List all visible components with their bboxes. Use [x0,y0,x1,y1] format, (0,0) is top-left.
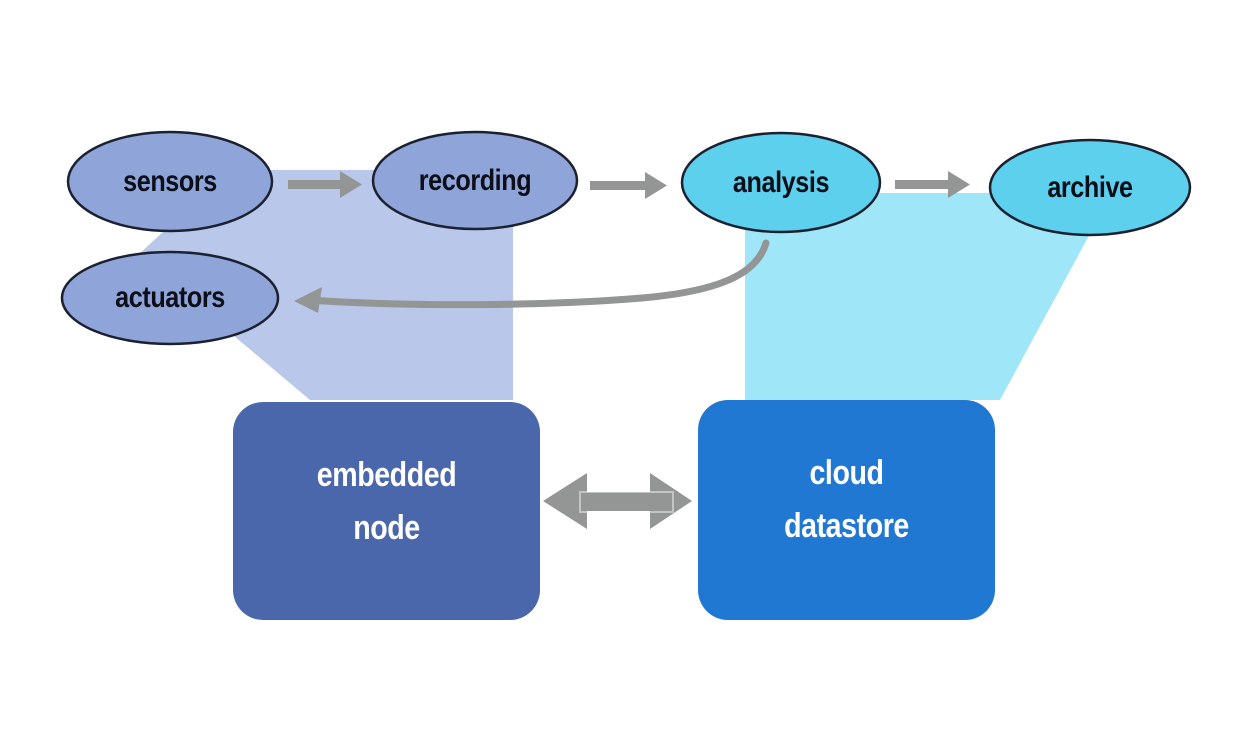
double-arrow-highlight-rect [579,491,674,513]
cloud-datastore-funnel-shape [745,193,1112,400]
embedded-node-funnel-shape [138,170,513,400]
arrowhead-analysis-to-actuators [294,287,322,313]
sensors-ellipse [66,130,274,233]
arrow-sensors-to-recording [288,171,362,198]
arrow-analysis-to-archive [895,171,970,198]
double-arrow-embedded-cloud [543,473,692,529]
actuators-ellipse [60,250,280,346]
archive-ellipse [988,138,1192,237]
cloud-datastore-box [698,400,995,620]
analysis-ellipse [680,131,882,234]
arrow-analysis-to-actuators [304,239,770,309]
embedded-node-box [233,402,540,620]
arrow-recording-to-analysis [590,172,667,199]
recording-ellipse [371,130,579,231]
